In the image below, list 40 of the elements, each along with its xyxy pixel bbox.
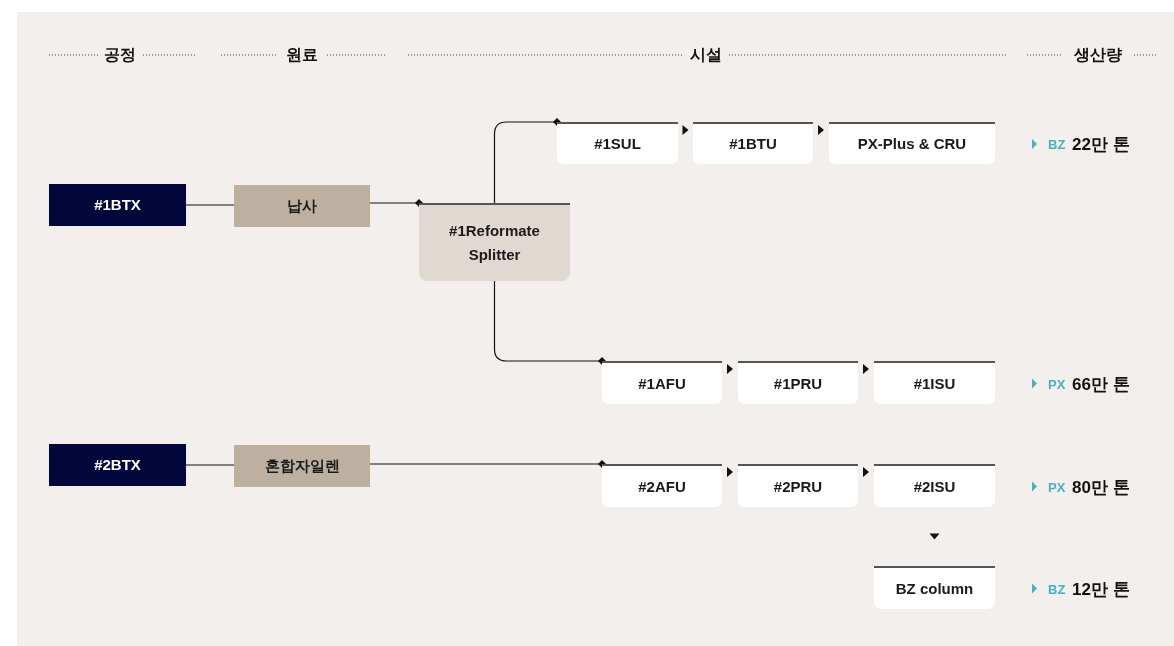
arrow bbox=[863, 467, 869, 477]
column-heading: 공정 bbox=[104, 44, 136, 65]
connector-line bbox=[493, 280, 606, 365]
facility-box: #2AFU bbox=[602, 464, 722, 507]
material-box: 혼합자일렌 bbox=[234, 445, 370, 487]
column-heading: 생산량 bbox=[1074, 44, 1122, 65]
facility-box: #1AFU bbox=[602, 361, 722, 404]
connector-line bbox=[369, 199, 423, 207]
product-label: BZ bbox=[1048, 581, 1066, 596]
product-label: PX bbox=[1048, 376, 1066, 391]
splitter-box: #1Reformate Splitter bbox=[419, 203, 570, 281]
facility-box: #2PRU bbox=[738, 464, 858, 507]
facility-box: #2ISU bbox=[874, 464, 995, 507]
process-box: #1BTX bbox=[49, 184, 186, 226]
facility-box: PX-Plus & CRU bbox=[829, 122, 995, 164]
facility-box: #1BTU bbox=[693, 122, 813, 164]
facility-box: #1SUL bbox=[557, 122, 678, 164]
facility-box: BZ column bbox=[874, 566, 995, 609]
capacity-text: 22만 톤 bbox=[1072, 133, 1130, 156]
capacity-text: 12만 톤 bbox=[1072, 578, 1130, 600]
product-label: PX bbox=[1048, 479, 1066, 494]
connector-line bbox=[185, 204, 235, 206]
arrow bbox=[929, 533, 940, 540]
facility-box: #1PRU bbox=[738, 361, 858, 404]
product-label: BZ bbox=[1048, 136, 1066, 152]
arrow bbox=[863, 364, 869, 374]
arrow bbox=[727, 364, 733, 374]
connector-line bbox=[493, 118, 561, 204]
process-box: #2BTX bbox=[49, 444, 186, 486]
capacity-text: 66만 톤 bbox=[1072, 373, 1130, 395]
capacity-text: 80만 톤 bbox=[1072, 476, 1130, 498]
arrow bbox=[727, 467, 733, 477]
material-box: 납사 bbox=[234, 185, 370, 227]
facility-box: #1ISU bbox=[874, 361, 995, 404]
connector-line bbox=[185, 464, 235, 466]
arrow bbox=[682, 125, 689, 135]
column-heading: 원료 bbox=[286, 44, 318, 65]
connector-line bbox=[369, 460, 606, 468]
arrow bbox=[818, 125, 824, 135]
column-heading: 시설 bbox=[690, 44, 722, 65]
